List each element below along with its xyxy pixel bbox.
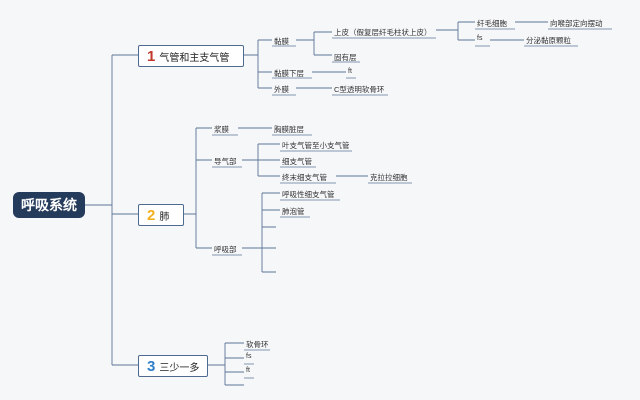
branch-label-1: 气管和主支气管 — [159, 52, 230, 64]
node-lamina-propria[interactable]: 固有层 — [334, 53, 357, 62]
node-terminal-bronchiole[interactable]: 终末细支气管 — [282, 173, 327, 182]
branch-lung[interactable]: 2 肺 — [138, 204, 184, 226]
branch-three-less-one-more[interactable]: 3 三少一多 — [138, 355, 208, 377]
node-lobar-to-small-bronchi[interactable]: 叶支气管至小支气管 — [282, 141, 350, 150]
node-ciliated-cell[interactable]: 纤毛细胞 — [477, 19, 507, 28]
node-alveolar-duct[interactable]: 肺泡管 — [282, 207, 305, 216]
branch-number-1: 1 — [147, 47, 156, 65]
node-epithelium[interactable]: 上皮（假复层纤毛柱状上皮） — [334, 28, 432, 37]
node-submucosa[interactable]: 黏膜下层 — [274, 69, 304, 78]
node-ft[interactable]: ft — [348, 68, 352, 75]
node-respiratory-bronchiole[interactable]: 呼吸性细支气管 — [282, 190, 335, 199]
node-adventitia-note[interactable]: C型透明软骨环 — [334, 85, 385, 94]
branch-trachea[interactable]: 1 气管和主支气管 — [138, 45, 244, 67]
node-respiratory-portion[interactable]: 呼吸部 — [214, 245, 237, 254]
node-mucosa[interactable]: 黏膜 — [274, 37, 289, 46]
branch-number-2: 2 — [147, 206, 156, 224]
node-conducting-portion[interactable]: 导气部 — [214, 157, 237, 166]
node-serosa-note[interactable]: 胸膜脏层 — [274, 125, 304, 134]
node-clara-cell[interactable]: 克拉拉细胞 — [370, 173, 408, 182]
node-adventitia[interactable]: 外膜 — [274, 85, 289, 94]
node-ft-2[interactable]: ft — [246, 367, 250, 374]
node-ciliated-note[interactable]: 向喉部定向摆动 — [550, 19, 603, 28]
node-fs[interactable]: fs — [477, 35, 483, 42]
branch-label-3: 三少一多 — [159, 362, 200, 374]
node-fs-note[interactable]: 分泌黏原颗粒 — [526, 36, 571, 45]
node-bronchiole[interactable]: 细支气管 — [282, 157, 312, 166]
node-serosa[interactable]: 浆膜 — [214, 125, 229, 134]
branch-label-2: 肺 — [159, 211, 170, 223]
node-fs-2[interactable]: fs — [246, 353, 252, 360]
branch-number-3: 3 — [147, 357, 156, 375]
node-cartilage-ring[interactable]: 软骨环 — [246, 340, 269, 349]
root-node[interactable]: 呼吸系统 — [13, 192, 85, 218]
